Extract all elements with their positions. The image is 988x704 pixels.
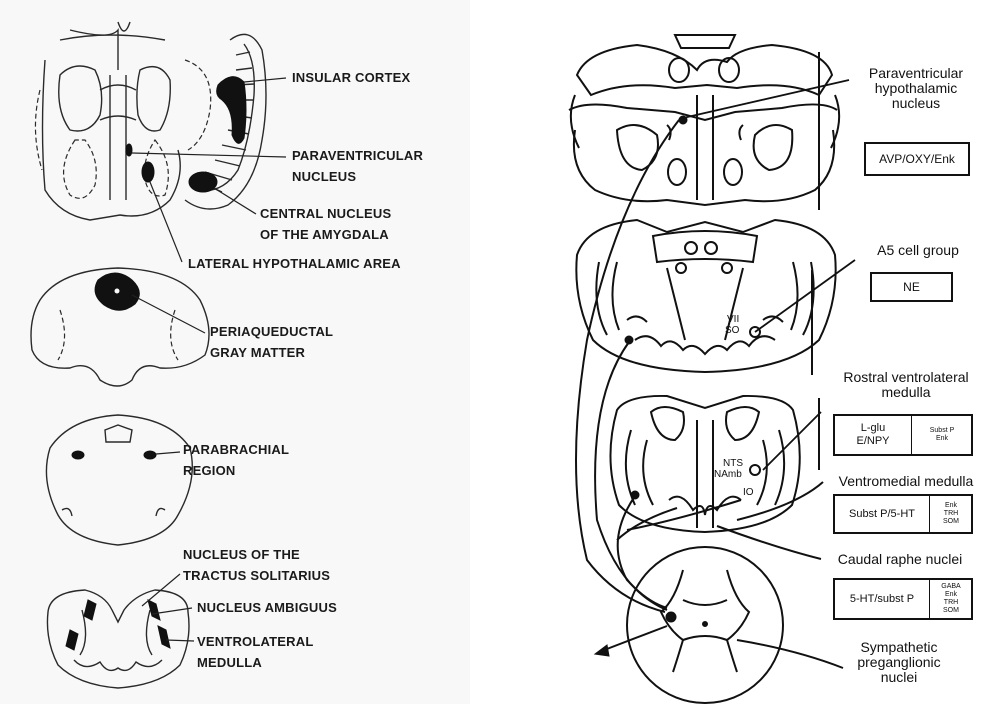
pointer-lines (683, 52, 855, 668)
label-namb: NAmb (714, 469, 742, 480)
label-region: REGION (183, 461, 235, 481)
a5-label: A5 cell group (857, 243, 979, 258)
rvlm-side-transmitters: Subst P Enk (911, 416, 972, 454)
forebrain-section (35, 22, 286, 262)
crn-main-transmitter: 5-HT/subst P (835, 580, 929, 618)
label-lateral-hypothalamic-area: LATERAL HYPOTHALAMIC AREA (188, 254, 401, 274)
label-ventrolateral: VENTROLATERAL (197, 632, 313, 652)
left-brain-diagram-panel: INSULAR CORTEX PARAVENTRICULAR NUCLEUS C… (0, 0, 470, 704)
spn-label-line-1: Sympathetic (829, 640, 969, 655)
crn-label: Caudal raphe nuclei (819, 552, 981, 567)
rvlm-main-line-1: L-glu (861, 422, 885, 435)
label-central-nucleus: CENTRAL NUCLEUS (260, 204, 391, 224)
crn-side-line-4: SOM (943, 607, 959, 615)
rvlm-side-line-1: Subst P (930, 427, 955, 435)
label-insular-cortex: INSULAR CORTEX (292, 68, 410, 88)
label-nts: NTS (723, 458, 743, 469)
pvn-label-line-3: nucleus (845, 96, 987, 111)
pvn-transmitter-box: AVP/OXY/Enk (864, 142, 970, 176)
vmm-side-transmitters: Enk TRH SOM (929, 496, 972, 532)
vmm-side-line-2: TRH (944, 510, 958, 518)
midbrain-section (31, 268, 209, 386)
label-nucleus-ambiguus: NUCLEUS AMBIGUUS (197, 598, 337, 618)
vmm-side-line-1: Enk (945, 502, 957, 510)
pvn-label-line-1: Paraventricular (845, 66, 987, 81)
rvlm-transmitter-box: L-glu E/NPY Subst P Enk (833, 414, 973, 456)
label-of-the-amygdala: OF THE AMYGDALA (260, 225, 389, 245)
label-medulla: MEDULLA (197, 653, 262, 673)
pons-section (46, 415, 192, 545)
right-brain-diagram-panel: VII SO NTS NAmb IO Paraventricular hypot… (557, 0, 988, 704)
hypothalamus-section (569, 35, 839, 205)
rvlm-label-line-2: medulla (825, 385, 987, 400)
crn-side-line-1: GABA (941, 583, 960, 591)
crn-side-line-3: TRH (944, 599, 958, 607)
crn-transmitter-box: 5-HT/subst P GABA Enk TRH SOM (833, 578, 973, 620)
label-parabrachial: PARABRACHIAL (183, 440, 289, 460)
spn-label-line-2: preganglionic (829, 655, 969, 670)
rvlm-main-line-2: E/NPY (856, 435, 889, 448)
label-io: IO (743, 487, 754, 498)
projection-lines (576, 120, 741, 612)
label-vii: VII (727, 314, 739, 325)
rvlm-label-line-1: Rostral ventrolateral (825, 370, 987, 385)
spn-label-line-3: nuclei (829, 670, 969, 685)
label-so: SO (725, 325, 739, 336)
label-tractus-solitarius: TRACTUS SOLITARIUS (183, 566, 330, 586)
medulla-section (47, 574, 194, 688)
pvn-label-block: Paraventricular hypothalamic nucleus (845, 66, 987, 111)
rvlm-label-block: Rostral ventrolateral medulla (825, 370, 987, 400)
crn-side-line-2: Enk (945, 591, 957, 599)
rvlm-main-transmitters: L-glu E/NPY (835, 416, 911, 454)
a5-transmitter-box: NE (870, 272, 953, 302)
pvn-label-line-2: hypothalamic (845, 81, 987, 96)
vmm-main-transmitter: Subst P/5-HT (835, 496, 929, 532)
vmm-label: Ventromedial medulla (825, 474, 987, 489)
vmm-side-line-3: SOM (943, 518, 959, 526)
label-periaqueductal: PERIAQUEDUCTAL (210, 322, 333, 342)
label-nucleus-of-the: NUCLEUS OF THE (183, 545, 300, 565)
label-paraventricular: PARAVENTRICULAR (292, 146, 423, 166)
spn-label-block: Sympathetic preganglionic nuclei (829, 640, 969, 685)
vmm-transmitter-box: Subst P/5-HT Enk TRH SOM (833, 494, 973, 534)
label-nucleus: NUCLEUS (292, 167, 356, 187)
rvlm-side-line-2: Enk (936, 435, 948, 443)
crn-side-transmitters: GABA Enk TRH SOM (929, 580, 972, 618)
label-gray-matter: GRAY MATTER (210, 343, 305, 363)
